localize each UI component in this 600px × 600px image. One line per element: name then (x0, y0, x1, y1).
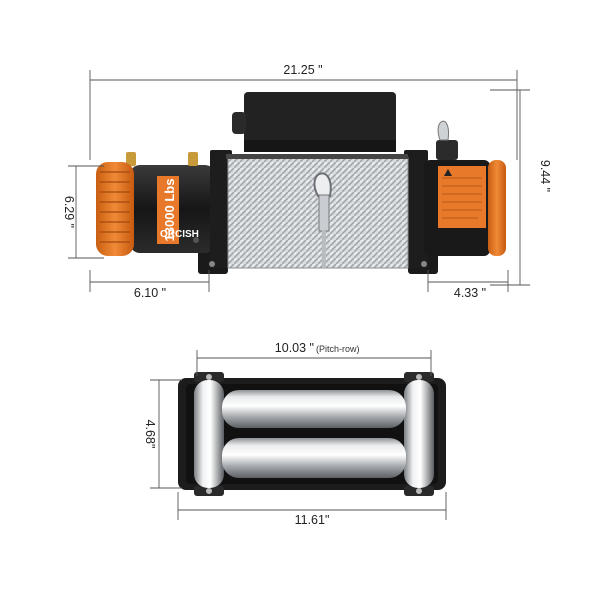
fairlead-dimensions (150, 350, 447, 520)
cable-thimble (313, 172, 332, 268)
clutch-lever (436, 120, 458, 160)
winch-drum-flange-left (210, 150, 232, 268)
motor-side-label: 6.10 " (134, 286, 166, 300)
winch-brand-logo: ORCISH (160, 229, 199, 240)
drum-height-label: 6.29 " (62, 196, 76, 228)
fairlead-bolt-icon (416, 488, 422, 494)
fairlead-bolt-icon (206, 374, 212, 380)
winch-tie-bar (226, 154, 408, 159)
foot-bolt-icon (421, 261, 427, 267)
fairlead-width-label: 11.61" (295, 513, 330, 527)
winch-control-box (244, 92, 396, 152)
endcap-fins (100, 171, 130, 243)
fairlead-horizontal-roller-bottom (222, 438, 406, 478)
winch-capacity-label: 13000 Lbs (162, 179, 177, 242)
winch-gear-endcap (488, 160, 506, 256)
control-side-label: 4.33 " (454, 286, 486, 300)
winch-motor-label: 13000 Lbs (157, 176, 179, 244)
control-box-plug (232, 112, 246, 134)
fairlead-bolt-icon (416, 374, 422, 380)
fairlead-bolt-icon (206, 488, 212, 494)
fairlead-vertical-roller-left (194, 380, 224, 488)
winch-drum-flange-right (404, 150, 428, 268)
motor-terminal-post (188, 152, 198, 166)
roller-fairlead (178, 372, 446, 496)
fairlead-horizontal-roller-top (222, 390, 406, 428)
pitch-row-note: (Pitch-row) (316, 344, 360, 354)
foot-bolt-icon (209, 261, 215, 267)
overall-height-label: 9.44 " (538, 160, 552, 192)
warning-triangle-icon (444, 169, 452, 176)
fairlead-vertical-roller-right (404, 380, 434, 488)
motor-bolt-icon (193, 237, 199, 243)
winch-dimensions (68, 70, 530, 292)
fairlead-height-label: 4.68" (143, 420, 157, 449)
motor-terminal-post (126, 152, 136, 166)
overall-length-label: 21.25 " (283, 63, 322, 77)
winch: 13000 Lbs ORCISH (96, 92, 506, 274)
pitch-row-label: 10.03 " (275, 341, 314, 355)
